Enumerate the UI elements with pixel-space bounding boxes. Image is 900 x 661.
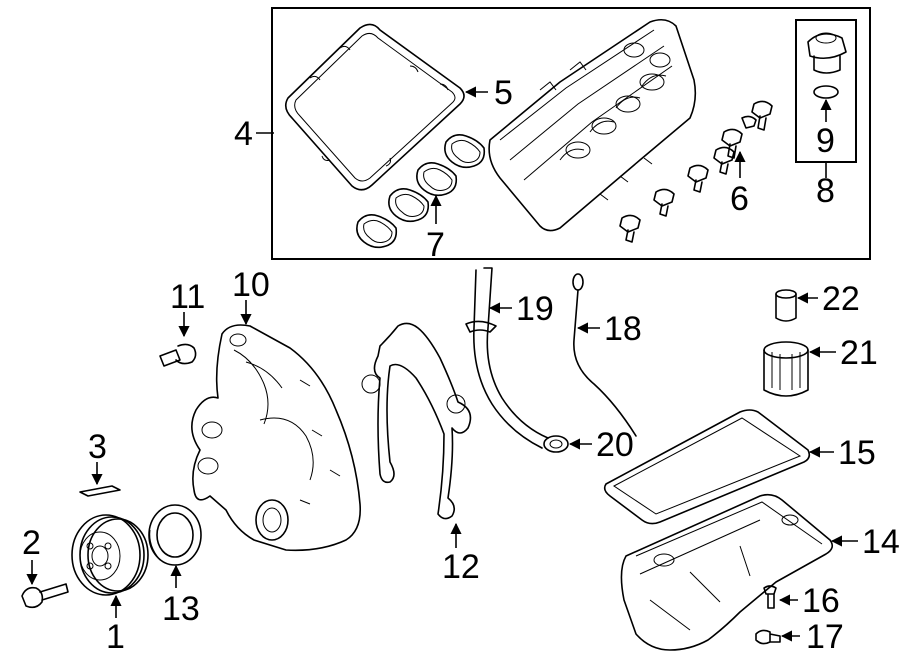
oil-dipstick	[572, 273, 637, 437]
dipstick-tube	[465, 267, 549, 449]
pulley-bolt	[21, 583, 69, 609]
valve-cover-gasket	[284, 23, 465, 191]
callout-8: 8	[816, 172, 835, 210]
callout-22: 22	[822, 280, 860, 318]
timing-cover-gasket	[361, 322, 472, 520]
callout-9: 9	[816, 122, 835, 160]
callout-3: 3	[88, 428, 107, 466]
callout-4: 4	[234, 115, 253, 153]
oil-pan-bolt	[763, 585, 777, 609]
callout-6: 6	[730, 180, 749, 218]
callout-18: 18	[604, 310, 642, 348]
oil-cap-seal	[813, 85, 839, 99]
callout-11: 11	[170, 278, 205, 316]
callout-1: 1	[106, 618, 125, 656]
callout-17: 17	[806, 618, 844, 656]
callout-13: 13	[162, 590, 200, 628]
leader-lines	[26, 86, 858, 642]
front-crank-seal	[148, 504, 202, 566]
callout-21: 21	[840, 334, 878, 372]
oil-filter	[763, 341, 809, 397]
callout-19: 19	[516, 290, 554, 328]
oil-pan-gasket	[603, 409, 811, 525]
tube-seals	[356, 134, 486, 249]
oil-pan	[620, 493, 834, 651]
valve-cover	[488, 18, 697, 232]
callout-12: 12	[442, 548, 480, 586]
dipstick-tube-seal	[543, 435, 569, 453]
timing-cover	[191, 324, 362, 552]
callout-14: 14	[862, 523, 900, 561]
oil-filler-cap	[807, 32, 847, 74]
cover-bolts	[619, 100, 773, 243]
callout-15: 15	[838, 434, 876, 472]
callout-7: 7	[426, 226, 445, 264]
pulley-key	[79, 485, 121, 497]
timing-cover-bolt	[159, 343, 197, 367]
callout-5: 5	[494, 74, 513, 112]
callout-2: 2	[22, 524, 41, 562]
oil-drain-plug	[755, 629, 781, 645]
oil-filter-adapter	[775, 289, 797, 322]
callout-16: 16	[802, 582, 840, 620]
callout-10: 10	[232, 266, 270, 304]
callout-labels: 1 2 3 4 5 6 7 8 9 10 11 12 13 14 15 16 1…	[22, 74, 900, 656]
crankshaft-pulley	[71, 514, 149, 596]
callout-20: 20	[596, 426, 634, 464]
